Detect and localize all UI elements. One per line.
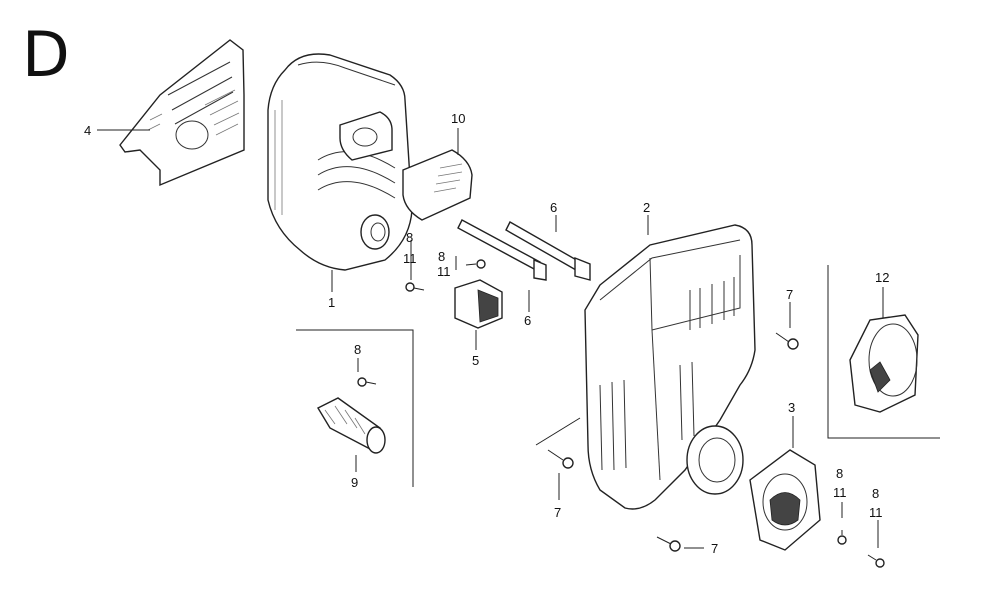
heat-protector-plate-part	[119, 39, 245, 187]
muffler-protector-part	[584, 224, 756, 510]
muffler-plate-part	[402, 149, 473, 221]
callout-2: 2	[643, 200, 650, 215]
spark-arrester-cap-part	[849, 314, 919, 413]
callout-6: 6	[550, 200, 557, 215]
callout-8: 8	[872, 486, 879, 501]
callout-10: 10	[451, 111, 465, 126]
callout-11: 11	[869, 505, 883, 520]
callout-11: 11	[437, 264, 451, 279]
callout-8: 8	[354, 342, 361, 357]
spark-arrester-part	[317, 397, 386, 454]
callout-3: 3	[788, 400, 795, 415]
muffler-body-part	[267, 53, 413, 271]
callout-11: 11	[833, 485, 847, 500]
section-letter: D	[22, 18, 70, 91]
callout-labels: 4 1 10 8 11 8 11 5 6 6 2 7 12 8 9 3 7 8 …	[84, 111, 889, 556]
screw-parts	[357, 259, 885, 568]
callout-6: 6	[524, 313, 531, 328]
callout-12: 12	[875, 270, 889, 285]
callout-8: 8	[406, 230, 413, 245]
callout-7: 7	[711, 541, 718, 556]
callout-7: 7	[786, 287, 793, 302]
muffler-bolt-part	[457, 219, 591, 281]
exhaust-deflector-part	[749, 449, 821, 551]
callout-5: 5	[472, 353, 479, 368]
callout-11: 11	[403, 251, 417, 266]
callout-8: 8	[836, 466, 843, 481]
callout-9: 9	[351, 475, 358, 490]
muffler-nut-part	[454, 279, 503, 329]
callout-1: 1	[328, 295, 335, 310]
leader-lines	[97, 128, 940, 549]
callout-7: 7	[554, 505, 561, 520]
callout-4: 4	[84, 123, 91, 138]
callout-8: 8	[438, 249, 445, 264]
